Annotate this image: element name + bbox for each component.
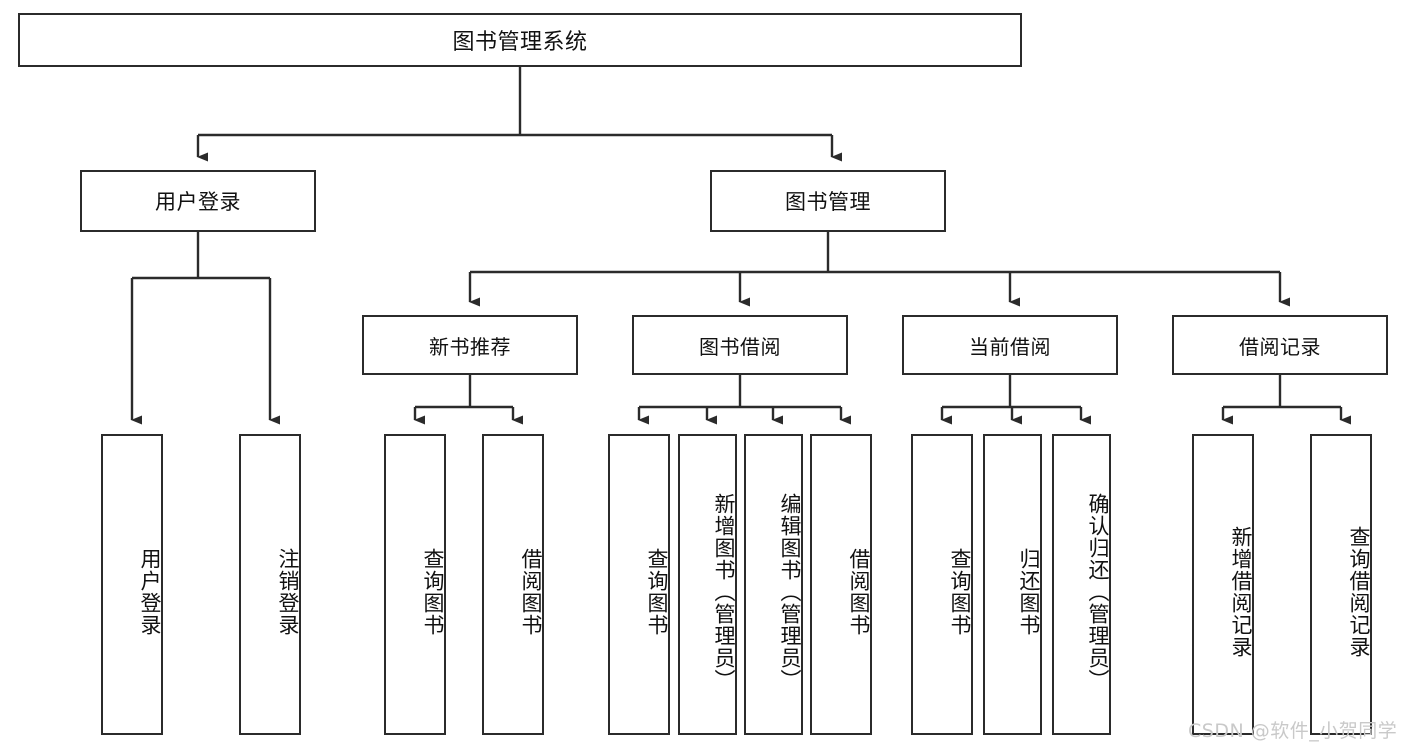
node-new-book-recommend[interactable]: 新书推荐 bbox=[362, 315, 578, 375]
leaf-edit-book-admin[interactable]: 编辑图书（管理员） bbox=[744, 434, 803, 735]
leaf-query-borrow-record[interactable]: 查询借阅记录 bbox=[1310, 434, 1372, 735]
leaf-query-book-recommend[interactable]: 查询图书 bbox=[384, 434, 446, 735]
leaf-query-book-current[interactable]: 查询图书 bbox=[911, 434, 973, 735]
node-current-borrow[interactable]: 当前借阅 bbox=[902, 315, 1118, 375]
node-book-management[interactable]: 图书管理 bbox=[710, 170, 946, 232]
node-root[interactable]: 图书管理系统 bbox=[18, 13, 1022, 67]
leaf-borrow-book[interactable]: 借阅图书 bbox=[810, 434, 872, 735]
leaf-return-book[interactable]: 归还图书 bbox=[983, 434, 1042, 735]
node-book-borrow[interactable]: 图书借阅 bbox=[632, 315, 848, 375]
leaf-confirm-return-admin[interactable]: 确认归还（管理员） bbox=[1052, 434, 1111, 735]
node-user-login[interactable]: 用户登录 bbox=[80, 170, 316, 232]
leaf-logout[interactable]: 注销登录 bbox=[239, 434, 301, 735]
leaf-add-borrow-record[interactable]: 新增借阅记录 bbox=[1192, 434, 1254, 735]
node-borrow-records[interactable]: 借阅记录 bbox=[1172, 315, 1388, 375]
leaf-user-login[interactable]: 用户登录 bbox=[101, 434, 163, 735]
leaf-query-book-borrow[interactable]: 查询图书 bbox=[608, 434, 670, 735]
leaf-borrow-book-recommend[interactable]: 借阅图书 bbox=[482, 434, 544, 735]
watermark-text: CSDN @软件_小贺同学 bbox=[1188, 720, 1398, 742]
leaf-add-book-admin[interactable]: 新增图书（管理员） bbox=[678, 434, 737, 735]
